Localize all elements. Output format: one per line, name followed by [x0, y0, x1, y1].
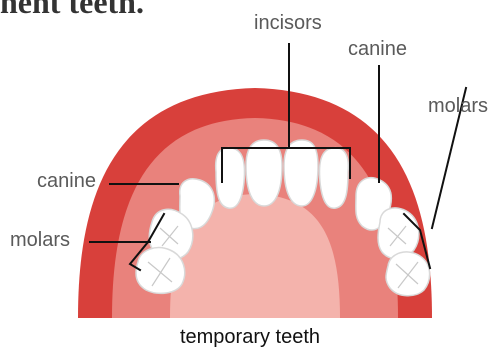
- incisor-tooth: [284, 140, 318, 206]
- incisor-tooth: [216, 148, 245, 209]
- label-incisors: incisors: [254, 12, 322, 35]
- molar-tooth: [136, 248, 185, 294]
- molar-tooth: [386, 252, 430, 296]
- incisor-tooth: [246, 140, 282, 206]
- diagram-caption: temporary teeth: [0, 326, 500, 349]
- label-molars-left: molars: [10, 229, 70, 252]
- incisor-tooth: [320, 148, 349, 209]
- label-canine-left: canine: [37, 170, 96, 193]
- label-molars-right: molars: [428, 95, 488, 118]
- label-canine-right: canine: [348, 38, 407, 61]
- molar-tooth: [378, 208, 419, 259]
